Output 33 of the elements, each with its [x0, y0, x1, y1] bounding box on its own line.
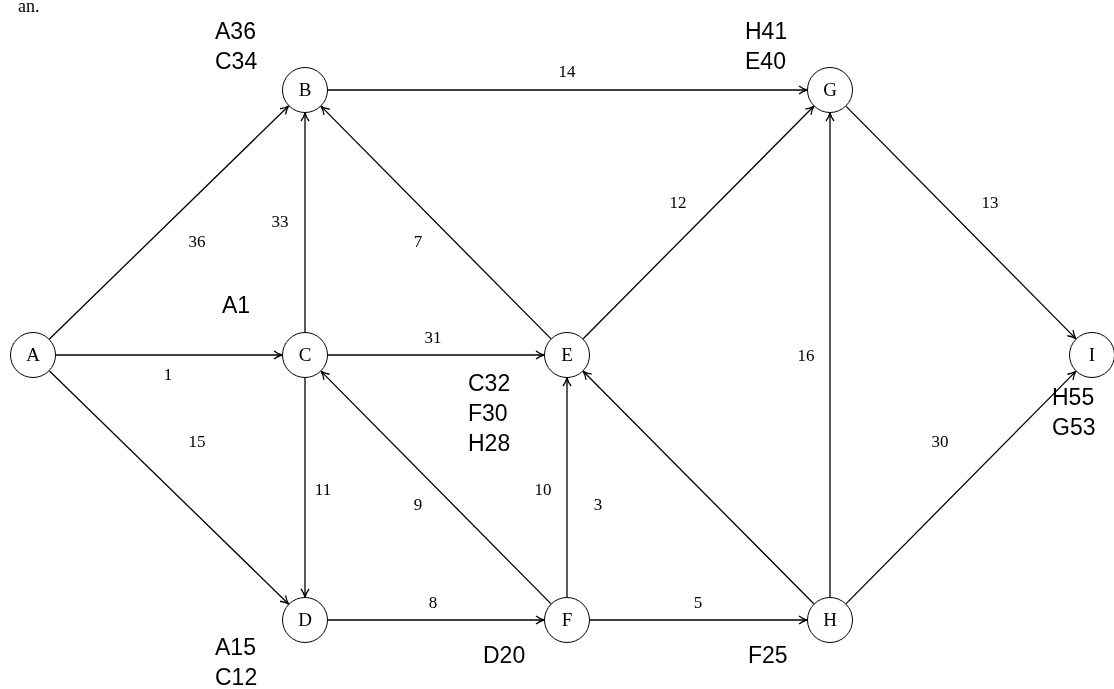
node-circle [282, 597, 328, 643]
distance-label: A1 [222, 291, 251, 320]
node-label: A [26, 344, 40, 366]
distance-label: H28 [468, 429, 511, 458]
text-fragment: an. [18, 0, 40, 17]
node-circle [807, 597, 853, 643]
distance-label: C34 [215, 47, 258, 76]
distance-label: E40 [745, 47, 786, 76]
node-circle [282, 67, 328, 113]
distance-label: C12 [215, 663, 258, 689]
distance-label: F30 [468, 399, 508, 428]
node-label: F [561, 609, 573, 631]
node-circle [10, 332, 56, 378]
distance-label: H41 [745, 17, 788, 46]
node-circle [282, 332, 328, 378]
distance-label: A15 [215, 633, 256, 662]
distance-label: G53 [1052, 413, 1096, 442]
node-label: D [298, 609, 312, 631]
node-circle [544, 332, 590, 378]
node-label: E [561, 344, 573, 366]
node-label: B [298, 79, 312, 101]
node-circle [544, 597, 590, 643]
distance-label: C32 [468, 369, 511, 398]
node-label: I [1088, 344, 1096, 366]
node-circle [1069, 332, 1114, 378]
node-label: H [823, 609, 837, 631]
node-circle [807, 67, 853, 113]
node-label: C [298, 344, 312, 366]
distance-label: A36 [215, 17, 256, 46]
distance-label: D20 [483, 641, 526, 670]
distance-label: H55 [1052, 383, 1095, 412]
distance-label: F25 [748, 641, 788, 670]
node-label: G [823, 79, 837, 101]
